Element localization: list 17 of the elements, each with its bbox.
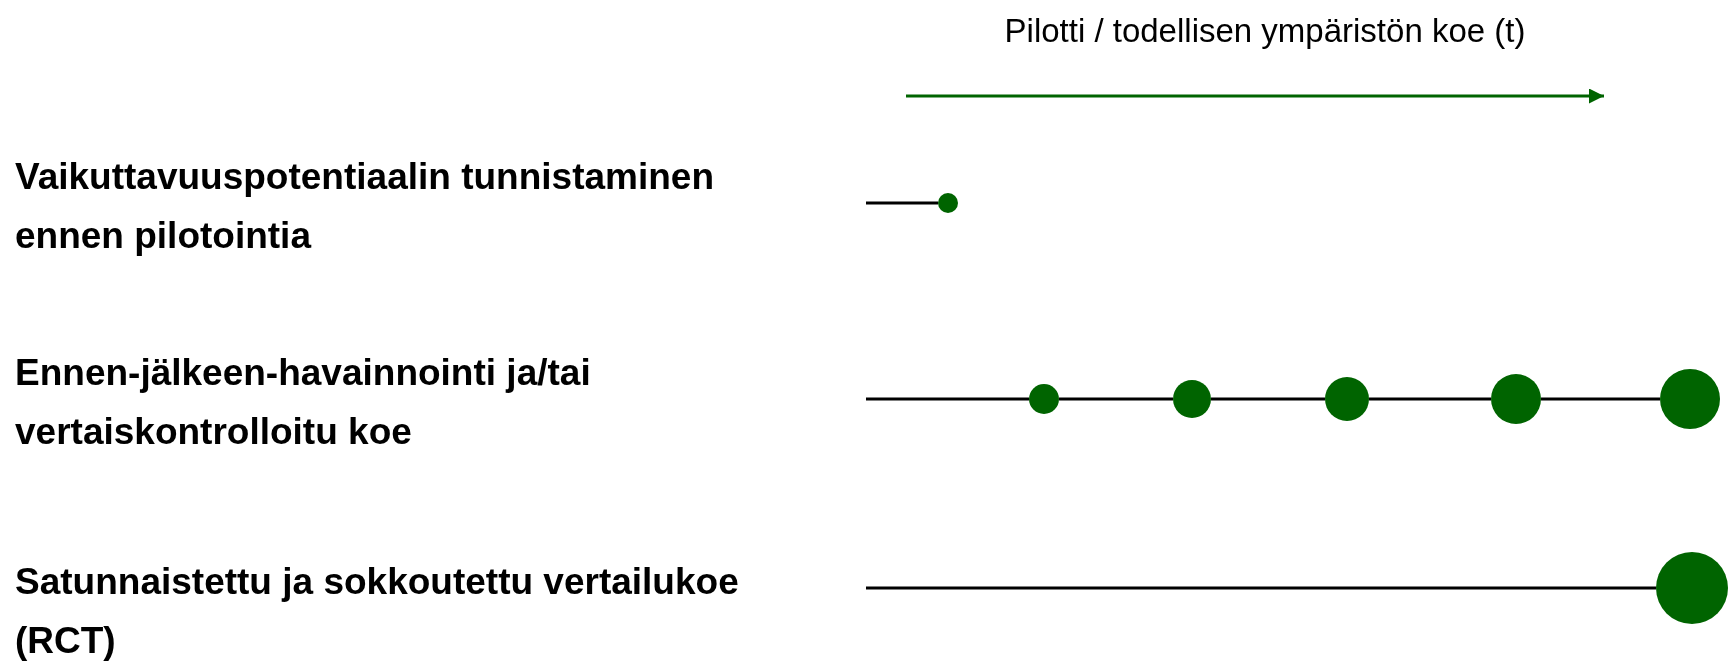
connector-line [1369, 397, 1491, 401]
dot-marker [1029, 384, 1059, 414]
row-label: Ennen-jälkeen-havainnointi ja/tai vertaiskontrolloitu koe [15, 351, 592, 454]
dot-marker [1325, 377, 1369, 421]
connector-line [866, 201, 938, 205]
dot-marker [1491, 374, 1541, 424]
axis-label: Pilotti / todellisen ympäristön koe (t) [1003, 11, 1527, 51]
connector-line [1541, 397, 1660, 401]
connector-line [1059, 397, 1173, 401]
connector-line [866, 586, 1656, 590]
dot-marker [938, 193, 958, 213]
connector-line [1211, 397, 1325, 401]
row-label: Satunnaistettu ja sokkoutettu vertailukoe (RCT) [15, 560, 740, 662]
dot-marker [1173, 380, 1211, 418]
row-label: Vaikuttavuuspotentiaalin tunnistaminen ennen pilotointia [15, 155, 715, 258]
connector-line [866, 397, 1029, 401]
dot-marker [1660, 369, 1720, 429]
